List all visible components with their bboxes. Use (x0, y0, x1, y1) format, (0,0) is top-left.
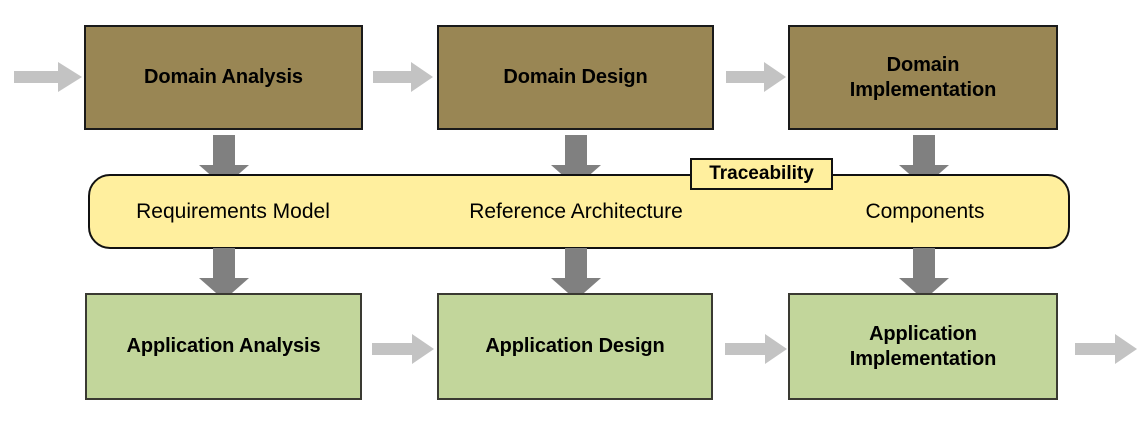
process-box-label: Application Design (485, 335, 665, 357)
artifact-label-reference-architecture: Reference Architecture (430, 200, 722, 224)
process-box-label: Application Implementation (849, 322, 997, 370)
artifact-band[interactable] (88, 174, 1070, 249)
arrow-right-icon-top-2 (726, 62, 786, 92)
process-box-application-analysis[interactable]: Application Analysis (85, 293, 362, 400)
arrow-down-icon-from-band-3 (899, 248, 949, 300)
process-box-label: Domain Design (503, 66, 648, 88)
arrow-right-icon-top-entry (14, 62, 82, 92)
process-box-label: Domain Implementation (849, 53, 997, 101)
arrow-right-icon-bottom-1 (372, 334, 434, 364)
traceability-callout[interactable]: Traceability (690, 158, 833, 190)
artifact-text: Components (865, 200, 985, 223)
process-box-label: Domain Analysis (144, 66, 303, 88)
arrow-down-icon-from-band-2 (551, 248, 601, 300)
artifact-text: Requirements Model (136, 200, 330, 223)
artifact-label-components: Components (790, 200, 1060, 224)
process-box-domain-analysis[interactable]: Domain Analysis (84, 25, 363, 130)
artifact-label-requirements-model: Requirements Model (88, 200, 378, 224)
arrow-right-icon-top-1 (373, 62, 433, 92)
arrow-down-icon-from-band-1 (199, 248, 249, 300)
process-box-domain-implementation[interactable]: Domain Implementation (788, 25, 1058, 130)
arrow-right-icon-bottom-2 (725, 334, 787, 364)
process-box-label: Application Analysis (126, 335, 321, 357)
process-box-domain-design[interactable]: Domain Design (437, 25, 714, 130)
arrow-right-icon-bottom-exit (1075, 334, 1137, 364)
artifact-text: Reference Architecture (469, 200, 683, 223)
traceability-label: Traceability (709, 163, 814, 184)
process-box-application-implementation[interactable]: Application Implementation (788, 293, 1058, 400)
process-box-application-design[interactable]: Application Design (437, 293, 713, 400)
